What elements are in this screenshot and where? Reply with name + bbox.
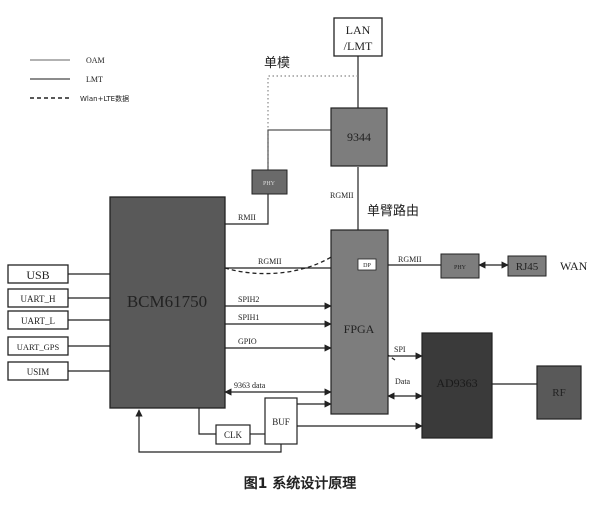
legend-oam-label: OAM [86, 56, 105, 65]
buf-feedback-line [135, 409, 282, 453]
rgmii-bcm-label: RGMII [258, 257, 282, 266]
lan-lmt-label-line2: /LMT [344, 39, 373, 53]
switch-9344-label: 9344 [347, 130, 371, 144]
figure-caption: 图1 系统设计原理 [244, 475, 357, 492]
legend: OAM LMT Wlan+LTE数据 [30, 56, 129, 103]
switch-to-phy-line [267, 129, 331, 170]
bcm61750-label: BCM61750 [127, 292, 207, 311]
data-label: Data [395, 377, 411, 386]
uart-gps-label: UART_GPS [17, 342, 60, 352]
uart-l-box [7, 310, 69, 330]
clk-label: CLK [224, 430, 243, 440]
lan-lmt-block [333, 17, 383, 57]
signal-labels: RMII RGMII RGMII RGMII SPIH2 SPIH1 GPIO … [234, 191, 588, 390]
ad9363-block [421, 332, 493, 439]
rmii-line [225, 194, 269, 225]
usim-box [7, 361, 69, 381]
switch-9344-block [330, 107, 388, 167]
data-9363-label: 9363 data [234, 381, 266, 390]
rj45-block [507, 255, 547, 277]
buf-block [264, 397, 298, 445]
rgmii-fpga-label: RGMII [398, 255, 422, 264]
gpio-label: GPIO [238, 337, 257, 346]
phy-left-block [251, 169, 288, 195]
single-arm-routing-annotation: 单臂路由 [367, 203, 419, 219]
uart-h-box [7, 288, 69, 308]
legend-lmt-label: LMT [86, 75, 103, 84]
spi-label: SPI [394, 345, 406, 354]
wlan-lte-dashed-path-1 [224, 229, 361, 275]
legend-wlan-lte-label: Wlan+LTE数据 [80, 94, 129, 103]
usim-label: USIM [27, 367, 50, 377]
phy-right-block [440, 253, 480, 279]
ad9363-label: AD9363 [436, 376, 477, 390]
lan-lmt-label-line1: LAN [346, 23, 371, 37]
clk-block [215, 424, 251, 445]
blocks: LAN /LMT 9344 PHY BCM61750 FPGA DP PHY R… [109, 17, 582, 445]
usb-label: USB [26, 268, 49, 282]
wan-label: WAN [560, 259, 588, 273]
left-interfaces: USB UART_H UART_L UART_GPS USIM [7, 264, 69, 381]
annotations: 单模 单臂路由 [264, 56, 419, 219]
fpga-label: FPGA [344, 322, 375, 336]
bcm61750-block [109, 196, 226, 409]
buf-label: BUF [272, 417, 290, 427]
rf-label: RF [552, 387, 565, 399]
fpga-dp-port [357, 258, 377, 271]
single-mode-annotation: 单模 [264, 56, 290, 71]
phy-right-label: PHY [454, 265, 467, 271]
uart-h-label: UART_H [21, 294, 56, 304]
fpga-dp-label: DP [363, 263, 371, 269]
phy-left-label: PHY [263, 181, 276, 187]
uart-l-label: UART_L [21, 316, 55, 326]
usb-box [7, 264, 69, 284]
rmii-label: RMII [238, 213, 256, 222]
rgmii-vertical-label: RGMII [330, 191, 354, 200]
bcm-to-clk-line [198, 408, 216, 435]
spih2-label: SPIH2 [238, 295, 259, 304]
uart-gps-box [7, 336, 69, 356]
rj45-label: RJ45 [516, 261, 539, 273]
spih1-label: SPIH1 [238, 313, 259, 322]
rf-block [536, 365, 582, 420]
connections [68, 56, 537, 453]
